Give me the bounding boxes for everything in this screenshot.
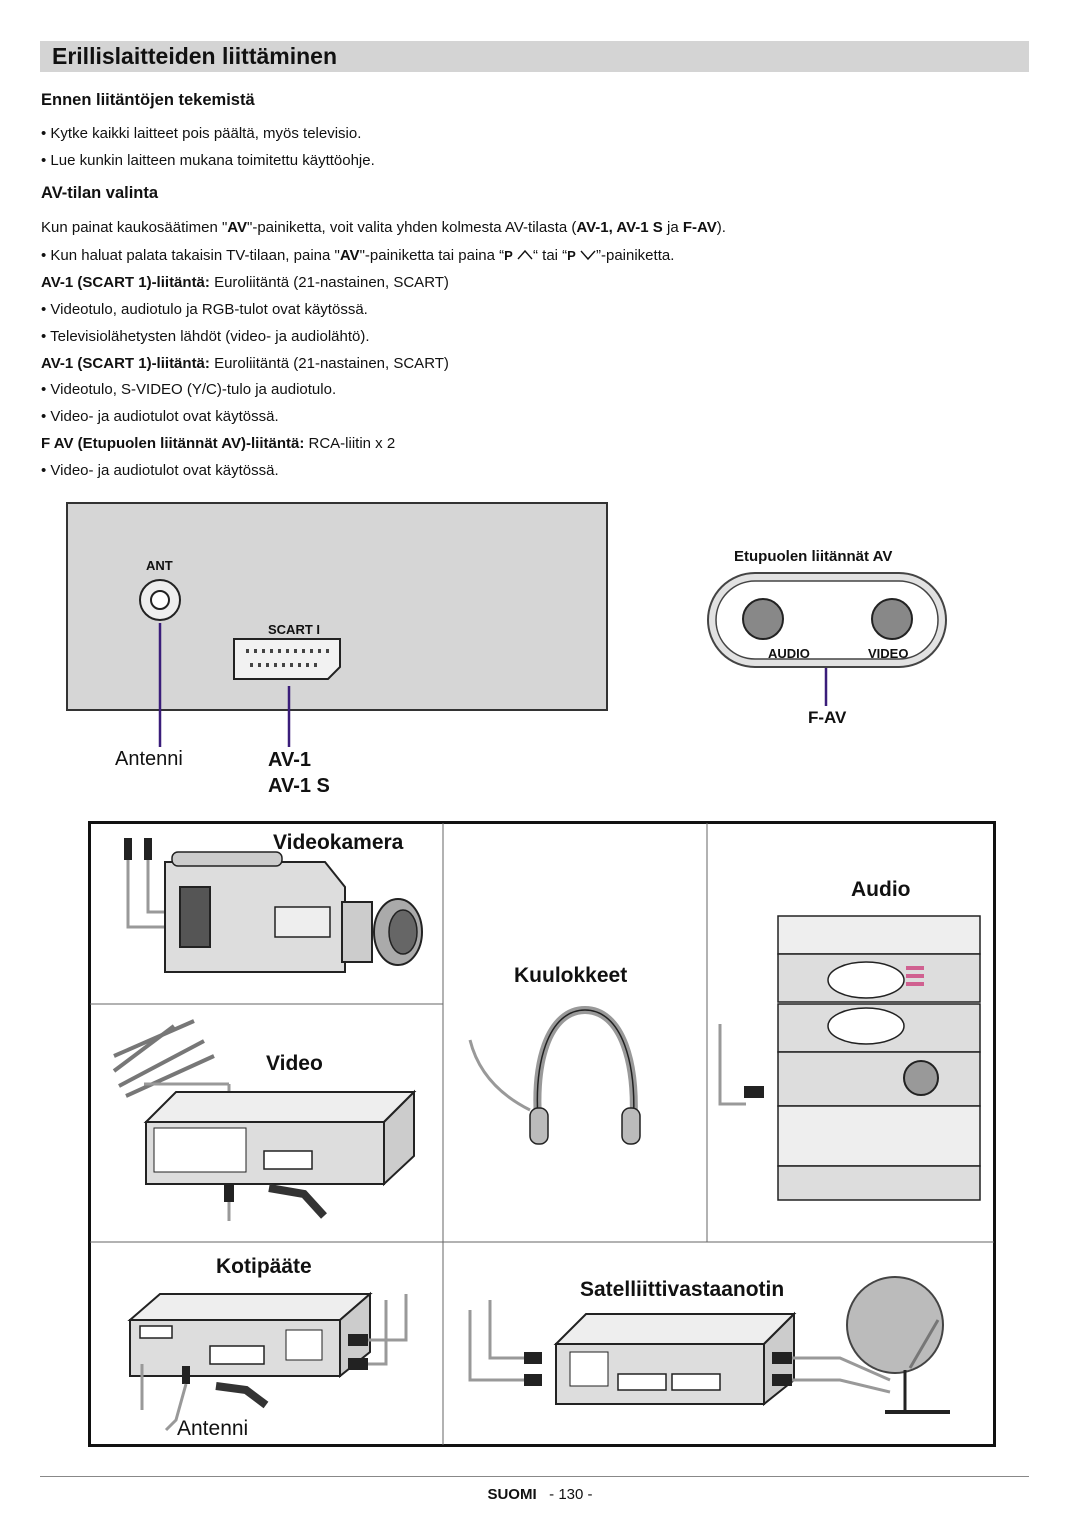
front-av-panel	[707, 572, 947, 668]
fav-spec: F AV (Etupuolen liitännät AV)-liitäntä: …	[41, 435, 396, 452]
satelliitti-label: Satelliittivastaanotin	[580, 1278, 785, 1301]
scart-connector-icon	[233, 638, 341, 680]
section-heading-before: Ennen liitäntöjen tekemistä	[41, 91, 255, 109]
av1s-caption: AV-1 S	[268, 775, 330, 797]
av1-bullet-1: • Videotulo, audiotulo ja RGB-tulot ovat…	[41, 301, 368, 318]
section-heading-av: AV-tilan valinta	[41, 184, 159, 202]
audio-system-icon	[718, 915, 981, 1201]
kotipaate-label: Kotipääte	[216, 1255, 312, 1278]
grid-dividers	[90, 823, 994, 1445]
av-intro: Kun painat kaukosäätimen "AV"-painiketta…	[41, 219, 726, 236]
av1-bullet-2: • Televisiolähetysten lähdöt (video- ja …	[41, 328, 370, 345]
antenni-device-label: Antenni	[177, 1417, 249, 1440]
scart-label: SCART I	[268, 622, 320, 637]
front-video-label: VIDEO	[868, 646, 909, 661]
av-return-tv: • Kun haluat palata takaisin TV-tilaan, …	[41, 247, 675, 264]
bullet-read-manual: • Lue kunkin laitteen mukana toimitettu …	[41, 152, 375, 169]
page-footer: SUOMI - 130 -	[0, 1486, 1080, 1503]
vcr-icon	[112, 1019, 417, 1221]
page-title: Erillislaitteiden liittäminen	[52, 43, 338, 69]
p-up-key: P	[504, 248, 513, 263]
ant-label: ANT	[146, 558, 173, 573]
chevron-up-icon	[517, 249, 533, 260]
satellite-receiver-icon	[468, 1276, 950, 1414]
p-down-key: P	[567, 248, 576, 263]
footer-language: SUOMI	[487, 1486, 537, 1503]
fav-caption: F-AV	[808, 708, 847, 727]
antenna-socket-icon	[139, 579, 181, 621]
av1s-spec: AV-1 (SCART 1)-liitäntä: Euroliitäntä (2…	[41, 355, 449, 372]
videocamera-icon	[124, 838, 423, 973]
front-audio-label: AUDIO	[768, 646, 810, 661]
page-title-bar: Erillislaitteiden liittäminen	[40, 41, 1029, 72]
connector-leader-lines	[158, 623, 828, 747]
page-number: - 130 -	[549, 1486, 593, 1503]
av1s-bullet-1: • Videotulo, S-VIDEO (Y/C)-tulo ja audio…	[41, 381, 337, 398]
audio-label: Audio	[851, 878, 911, 901]
av1s-bullet-2: • Video- ja audiotulot ovat käytössä.	[41, 408, 279, 425]
devices-grid	[88, 821, 996, 1447]
av1-caption: AV-1	[268, 749, 311, 771]
front-av-title: Etupuolen liitännät AV	[734, 548, 893, 565]
fav-bullet-1: • Video- ja audiotulot ovat käytössä.	[41, 462, 279, 479]
video-label: Video	[266, 1052, 323, 1075]
headphones-icon	[468, 1005, 641, 1145]
chevron-down-icon	[580, 250, 596, 261]
av1-spec: AV-1 (SCART 1)-liitäntä: Euroliitäntä (2…	[41, 274, 449, 291]
antenni-caption: Antenni	[115, 748, 183, 770]
kuulokkeet-label: Kuulokkeet	[514, 964, 628, 987]
settop-box-icon	[127, 1291, 408, 1432]
videokamera-label: Videokamera	[273, 831, 404, 854]
bullet-turn-off: • Kytke kaikki laitteet pois päältä, myö…	[41, 125, 362, 142]
footer-rule	[40, 1476, 1029, 1477]
